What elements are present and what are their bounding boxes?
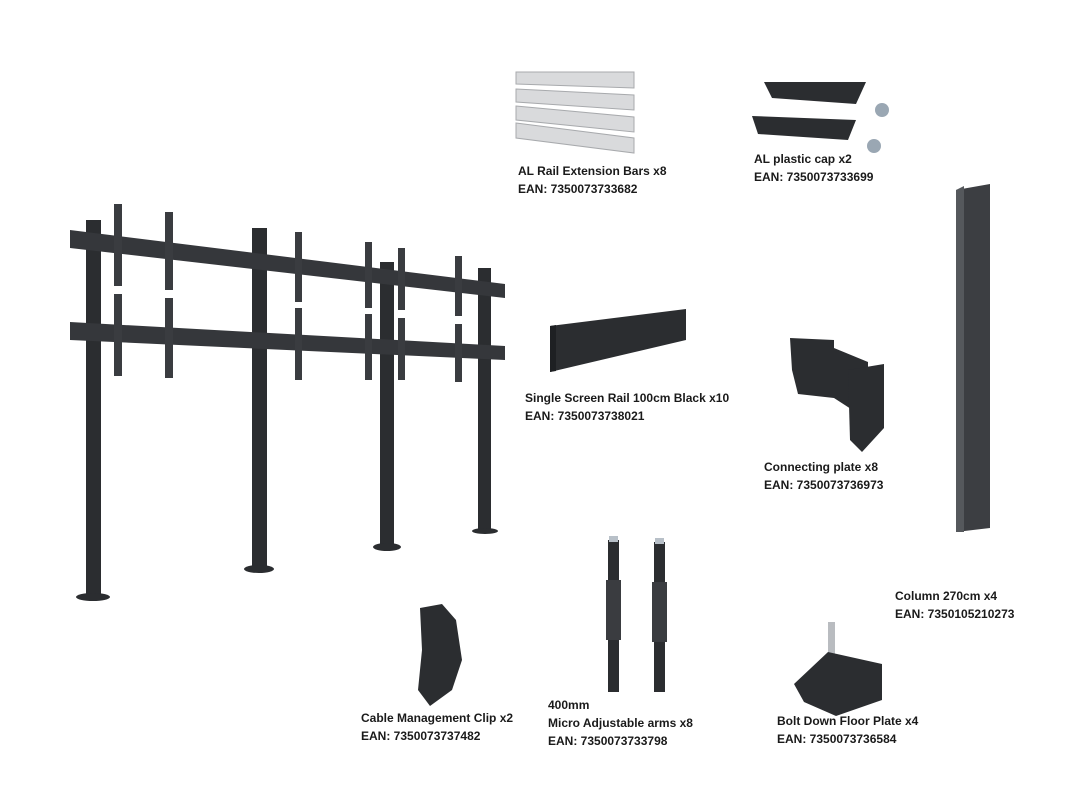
al-rail-name: AL Rail Extension Bars x8 [518, 164, 667, 178]
al-cap-label: AL plastic cap x2 EAN: 7350073733699 [754, 150, 873, 186]
screen-rail-label: Single Screen Rail 100cm Black x10 EAN: … [525, 389, 729, 425]
cable-clip-ean: EAN: 7350073737482 [361, 729, 481, 743]
column-image [956, 184, 990, 532]
column-name: Column 270cm x4 [895, 589, 998, 603]
al-cap-name: AL plastic cap x2 [754, 152, 852, 166]
al-cap-ean: EAN: 7350073733699 [754, 170, 874, 184]
column-ean: EAN: 7350105210273 [895, 607, 1015, 621]
column-label: Column 270cm x4 EAN: 7350105210273 [895, 587, 1014, 623]
connecting-plate-label: Connecting plate x8 EAN: 7350073736973 [764, 458, 883, 494]
bolt-down-floor-plate-image [794, 622, 882, 716]
single-screen-rail-image [550, 309, 686, 372]
floor-plate-label: Bolt Down Floor Plate x4 EAN: 7350073736… [777, 712, 918, 748]
cable-clip-name: Cable Management Clip x2 [361, 711, 514, 725]
screen-rail-ean: EAN: 7350073738021 [525, 409, 645, 423]
arms-label: 400mm Micro Adjustable arms x8 EAN: 7350… [548, 696, 693, 750]
al-rail-extension-bars-image [515, 71, 635, 154]
al-rail-ean: EAN: 7350073733682 [518, 182, 638, 196]
arms-name: Micro Adjustable arms x8 [548, 716, 693, 730]
arms-size: 400mm [548, 698, 590, 712]
floor-plate-ean: EAN: 7350073736584 [777, 732, 897, 746]
cable-management-clip-image [418, 604, 462, 706]
connecting-plate-ean: EAN: 7350073736973 [764, 478, 884, 492]
arms-ean: EAN: 7350073733798 [548, 734, 668, 748]
al-plastic-cap-image [752, 82, 889, 153]
cable-clip-label: Cable Management Clip x2 EAN: 7350073737… [361, 709, 513, 745]
assembled-stand-image [70, 204, 505, 601]
al-rail-label: AL Rail Extension Bars x8 EAN: 735007373… [518, 162, 667, 198]
connecting-plate-name: Connecting plate x8 [764, 460, 879, 474]
floor-plate-name: Bolt Down Floor Plate x4 [777, 714, 919, 728]
connecting-plate-image [790, 338, 884, 452]
screen-rail-name: Single Screen Rail 100cm Black x10 [525, 391, 730, 405]
micro-adjustable-arms-image [606, 536, 667, 692]
